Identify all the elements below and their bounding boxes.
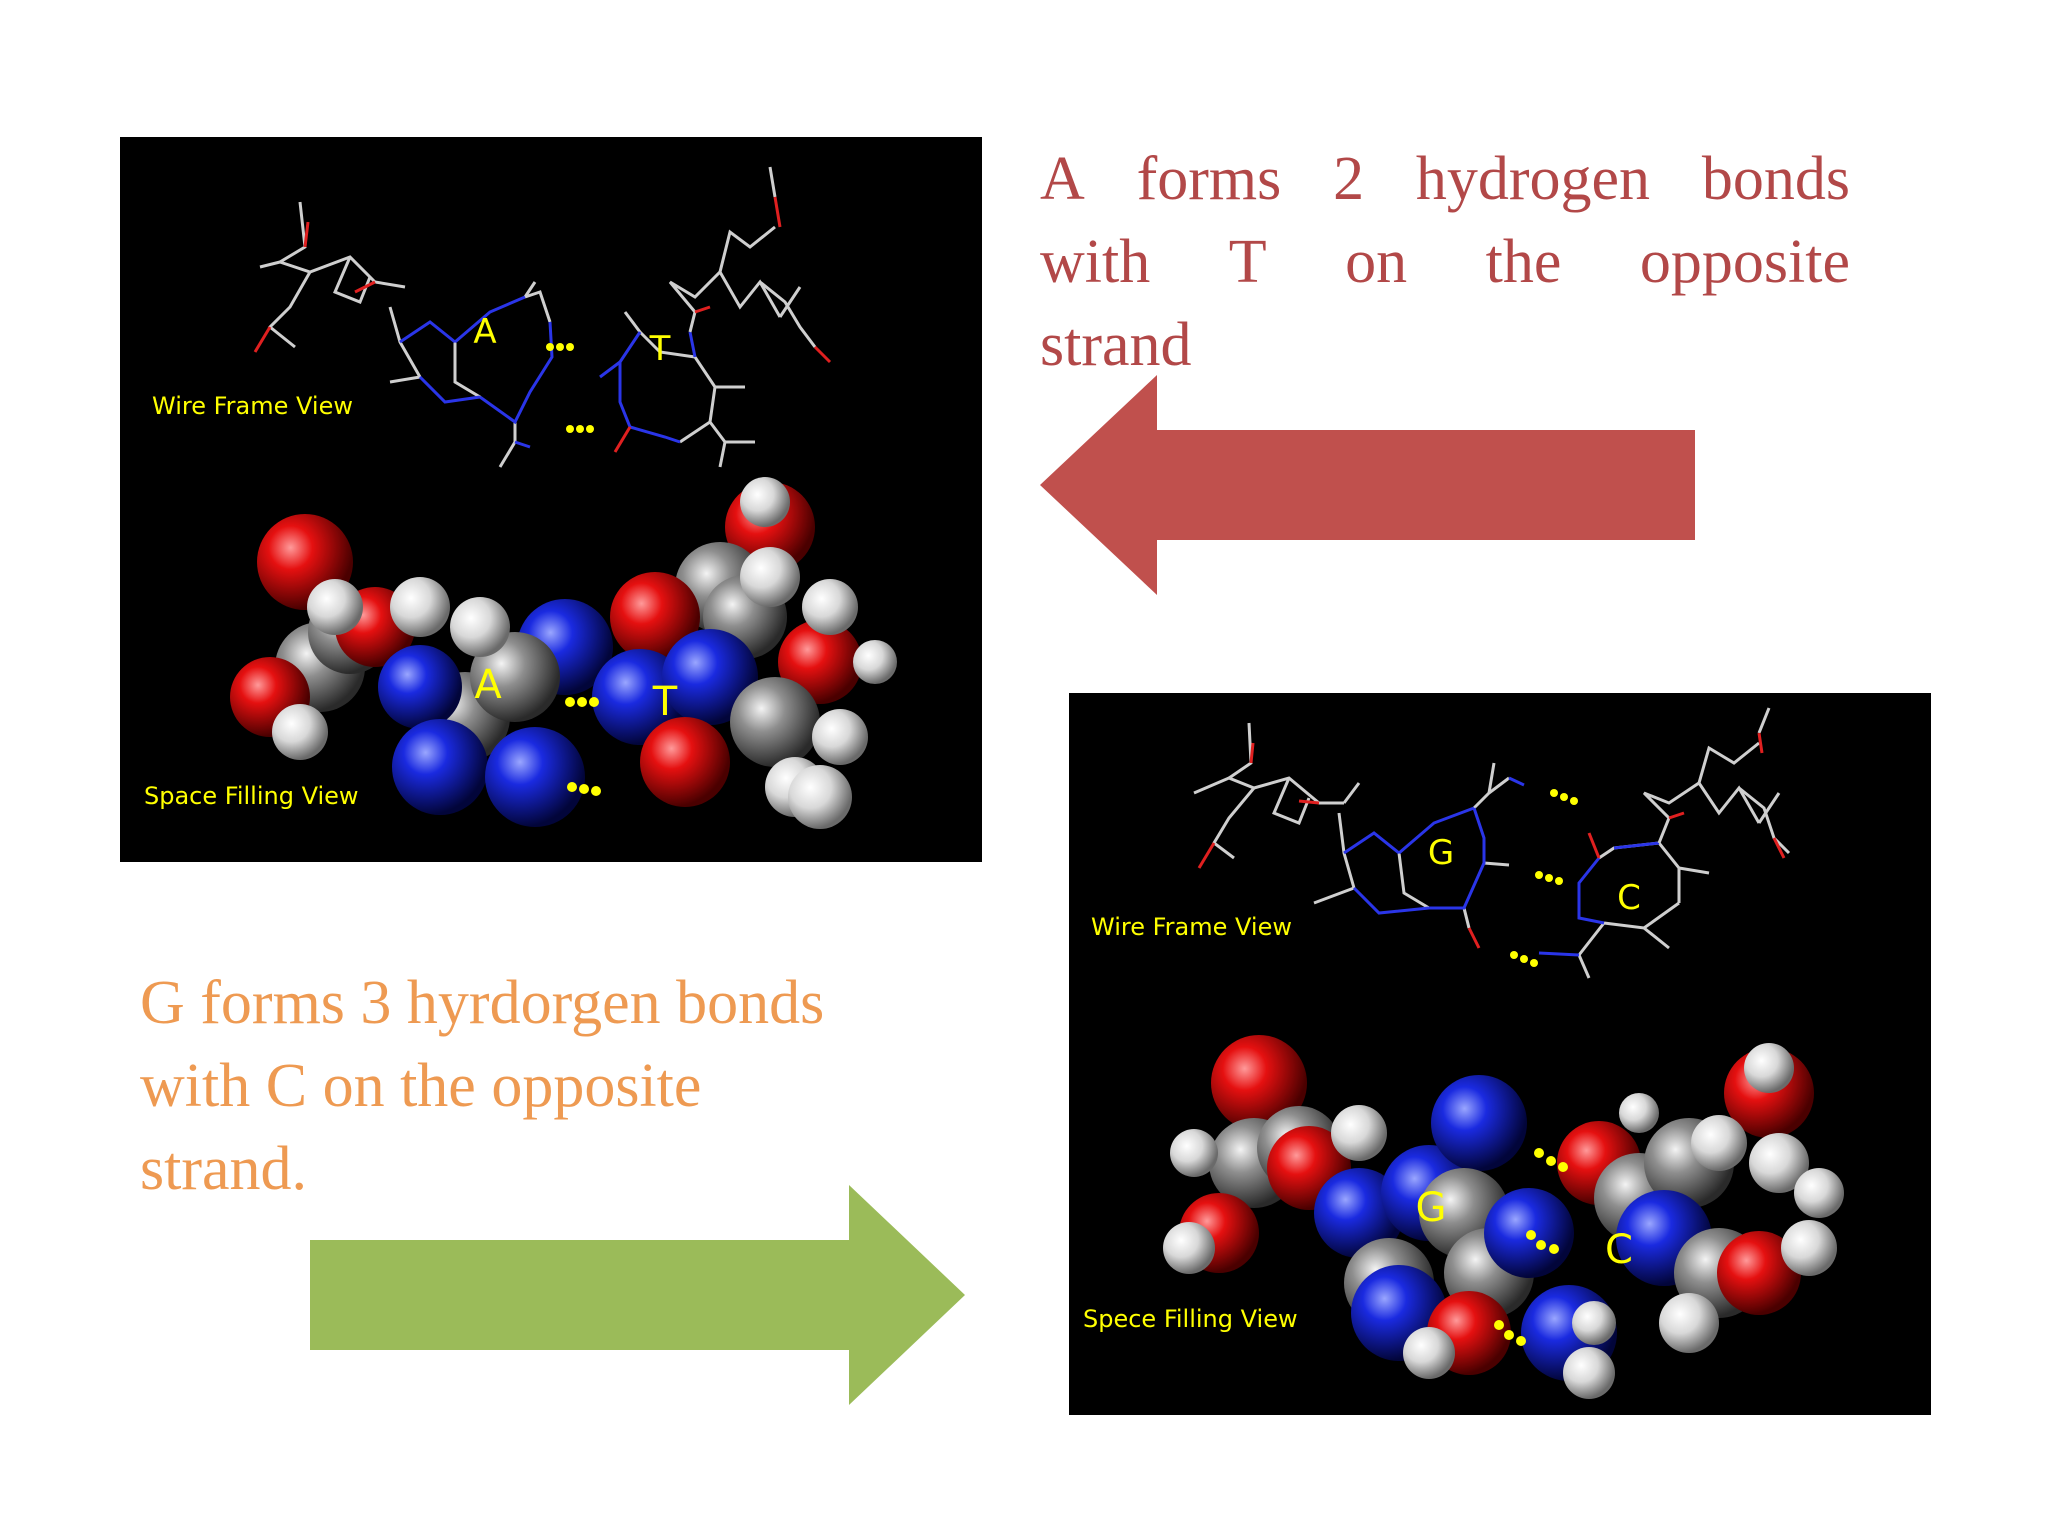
caption-word: on xyxy=(1345,228,1408,296)
caption-word: A xyxy=(1040,145,1085,213)
gc-molecule-panel: Wire Frame View Spece Filling View G C G… xyxy=(1069,693,1931,1415)
base-letter-t: T xyxy=(649,329,671,369)
caption-at-pairing: A forms 2 hydrogen bonds with T on the o… xyxy=(1040,138,1850,387)
base-letter-g: G xyxy=(1427,833,1455,873)
caption-word: 2 xyxy=(1333,145,1365,213)
caption-word: hydrogen xyxy=(1415,145,1651,213)
wire-frame-view-label: Wire Frame View xyxy=(1091,913,1292,941)
caption-gc-line-1: G forms 3 hyrdorgen bonds xyxy=(140,969,825,1037)
caption-gc-line-2: with C on the opposite xyxy=(140,1052,702,1120)
base-letter-c-spacefill: C xyxy=(1605,1227,1633,1273)
gc-spacefill xyxy=(1163,1035,1844,1399)
base-letter-a: A xyxy=(473,312,497,352)
caption-at-line-1: A forms 2 hydrogen bonds xyxy=(1040,138,1850,221)
at-wireframe xyxy=(253,166,832,468)
gc-molecule-drawing xyxy=(1163,707,1844,1399)
caption-word: with xyxy=(1040,228,1151,296)
base-letter-c: C xyxy=(1617,878,1641,918)
space-filling-view-label: Spece Filling View xyxy=(1083,1305,1298,1333)
caption-word: bonds xyxy=(1701,145,1850,213)
caption-at-line-3: strand xyxy=(1040,304,1850,387)
space-filling-view-label: Space Filling View xyxy=(144,782,359,810)
base-letter-a-spacefill: A xyxy=(474,662,502,708)
at-spacefill xyxy=(230,477,897,829)
arrow-right-icon xyxy=(310,1185,965,1405)
arrow-left-icon xyxy=(1040,375,1695,595)
caption-word: opposite xyxy=(1639,228,1850,296)
base-letter-t-spacefill: T xyxy=(652,679,678,725)
caption-word: strand xyxy=(1040,311,1192,379)
caption-word: forms xyxy=(1136,145,1282,213)
at-molecule-panel: Wire Frame View Space Filling View A T A… xyxy=(120,137,982,862)
caption-word: the xyxy=(1485,228,1562,296)
wire-frame-view-label: Wire Frame View xyxy=(152,392,353,420)
caption-word: T xyxy=(1228,228,1267,296)
at-molecule-drawing xyxy=(230,166,897,829)
gc-wireframe xyxy=(1193,707,1791,979)
caption-gc-pairing: G forms 3 hyrdorgen bonds with C on the … xyxy=(140,962,824,1211)
caption-gc-line-3: strand. xyxy=(140,1135,308,1203)
caption-at-line-2: with T on the opposite xyxy=(1040,221,1850,304)
base-letter-g-spacefill: G xyxy=(1415,1185,1447,1231)
